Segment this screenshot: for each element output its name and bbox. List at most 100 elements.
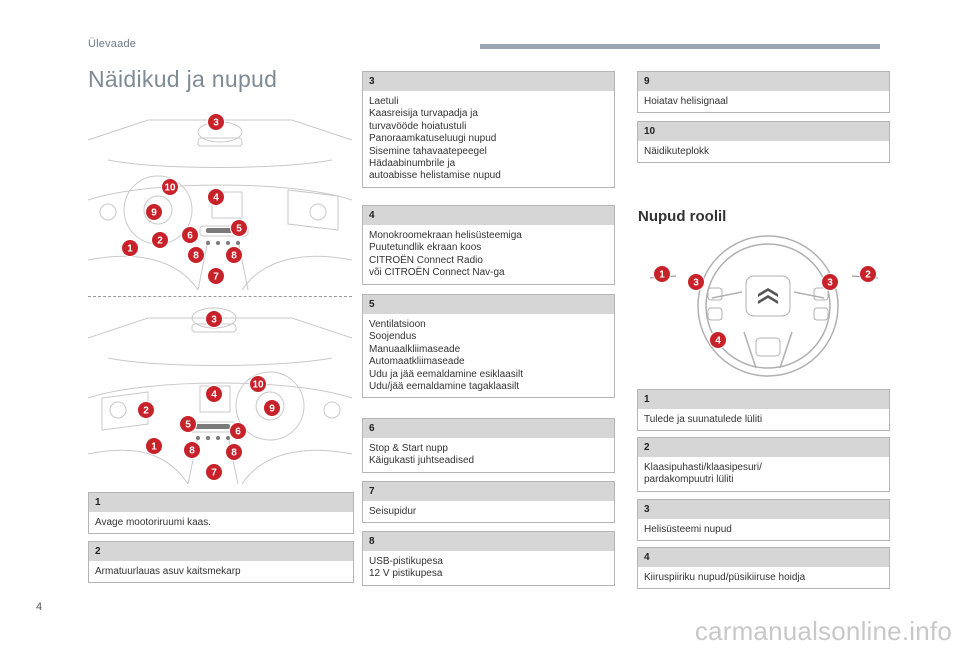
svg-text:6: 6 [187, 231, 193, 242]
rhd-callout-10: 10 [249, 375, 267, 393]
svg-text:4: 4 [213, 193, 219, 204]
wheel-callouts: 1 3 3 2 4 [653, 265, 877, 349]
watermark: carmanualsonline.info [694, 616, 952, 646]
info-box-10: 10 Näidikuteplokk [637, 121, 890, 164]
lhd-callout-7: 7 [207, 267, 225, 285]
info-box-text: Kiiruspiiriku nupud/püsikiiruse hoidja [644, 572, 806, 583]
info-box-text: Näidikuteplokk [644, 146, 710, 157]
wheel-box-2: 2 Klaasipuhasti/klaasipesuri/ pardakompu… [637, 437, 890, 492]
wheel-callout-2: 2 [859, 265, 877, 283]
info-box-4: 4 Monokroomekraan helisüsteemiga Puutetu… [362, 205, 615, 285]
info-box-text: Seisupidur [369, 506, 417, 517]
svg-text:1: 1 [127, 244, 133, 255]
rhd-callout-8: 8 [225, 443, 243, 461]
wheel-callout-1: 1 [653, 265, 671, 283]
info-box-number: 3 [638, 500, 889, 519]
info-box-1: 1 Avage mootoriruumi kaas. [88, 492, 354, 535]
svg-text:2: 2 [143, 406, 149, 417]
wheel-box-3: 3 Helisüsteemi nupud [637, 499, 890, 542]
svg-text:9: 9 [269, 404, 275, 415]
lhd-callout-3: 3 [207, 113, 225, 131]
svg-text:5: 5 [236, 224, 242, 235]
info-box-3: 3 Laetuli Kaasreisija turvapadja ja turv… [362, 71, 615, 188]
rhd-callout-3: 3 [205, 310, 223, 328]
svg-text:1: 1 [659, 270, 665, 281]
svg-text:8: 8 [231, 448, 237, 459]
info-box-text: Klaasipuhasti/klaasipesuri/ pardakompuut… [644, 462, 762, 486]
lhd-callout-5: 5 [230, 219, 248, 237]
info-box-text: Armatuurlauas asuv kaitsmekarp [95, 566, 241, 577]
divider [88, 296, 352, 297]
info-box-9: 9 Hoiatav helisignaal [637, 71, 890, 114]
lhd-callout-10: 10 [161, 178, 179, 196]
lhd-callout-6: 6 [181, 226, 199, 244]
wheel-box-4: 4 Kiiruspiiriku nupud/püsikiiruse hoidja [637, 547, 890, 590]
info-box-text: Avage mootoriruumi kaas. [95, 517, 211, 528]
svg-text:8: 8 [231, 251, 237, 262]
svg-text:10: 10 [252, 380, 264, 391]
info-box-number: 8 [363, 532, 614, 551]
wheel-callout-3: 3 [821, 273, 839, 291]
svg-text:10: 10 [164, 183, 176, 194]
section-label: Ülevaade [88, 38, 137, 50]
rhd-callout-8: 8 [183, 441, 201, 459]
info-box-number: 10 [638, 122, 889, 141]
dashboard-lhd-illustration: 3 10 4 9 5 6 2 1 8 8 7 [87, 100, 353, 291]
info-box-text: Laetuli Kaasreisija turvapadja ja turvav… [369, 96, 501, 182]
rhd-callout-7: 7 [205, 463, 223, 481]
page-title: Näidikud ja nupud [88, 66, 278, 92]
lhd-callout-9: 9 [145, 203, 163, 221]
info-box-number: 4 [638, 548, 889, 567]
svg-text:9: 9 [151, 208, 157, 219]
svg-text:5: 5 [185, 420, 191, 431]
svg-text:8: 8 [189, 446, 195, 457]
wheel-box-1: 1 Tulede ja suunatulede lüliti [637, 389, 890, 432]
steering-wheel-illustration: 1 3 3 2 4 [646, 228, 882, 380]
lhd-callout-2: 2 [151, 231, 169, 249]
info-box-text: Helisüsteemi nupud [644, 524, 732, 535]
info-box-number: 5 [363, 295, 614, 314]
wheel-callout-3: 3 [687, 273, 705, 291]
info-box-5: 5 Ventilatsioon Soojendus Manuaalkliimas… [362, 294, 615, 399]
info-box-text: USB-pistikupesa 12 V pistikupesa [369, 556, 443, 580]
info-box-2: 2 Armatuurlauas asuv kaitsmekarp [88, 541, 354, 584]
rhd-callout-6: 6 [229, 422, 247, 440]
info-box-number: 1 [89, 493, 353, 512]
svg-text:1: 1 [151, 442, 157, 453]
svg-text:3: 3 [693, 278, 699, 289]
info-box-number: 7 [363, 482, 614, 501]
info-box-8: 8 USB-pistikupesa 12 V pistikupesa [362, 531, 615, 586]
page-number: 4 [36, 601, 43, 613]
info-box-number: 9 [638, 72, 889, 91]
svg-text:2: 2 [865, 270, 871, 281]
header-bar [480, 44, 880, 49]
svg-text:6: 6 [235, 427, 241, 438]
rhd-callout-5: 5 [179, 415, 197, 433]
info-box-text: Hoiatav helisignaal [644, 96, 728, 107]
svg-text:7: 7 [211, 468, 217, 479]
wheel-section-title: Nupud roolil [638, 208, 727, 225]
info-box-number: 2 [638, 438, 889, 457]
info-box-number: 6 [363, 419, 614, 438]
info-box-6: 6 Stop & Start nupp Käigukasti juhtseadi… [362, 418, 615, 473]
info-box-number: 4 [363, 206, 614, 225]
lhd-callout-4: 4 [207, 188, 225, 206]
svg-text:3: 3 [827, 278, 833, 289]
rhd-callouts: 3 4 10 9 2 5 6 1 8 8 7 [137, 310, 281, 481]
wheel-callout-4: 4 [709, 331, 727, 349]
info-box-text: Ventilatsioon Soojendus Manuaalkliimasea… [369, 319, 523, 393]
info-box-text: Stop & Start nupp Käigukasti juhtseadise… [369, 443, 475, 467]
lhd-callout-8: 8 [187, 246, 205, 264]
svg-text:2: 2 [157, 236, 163, 247]
rhd-callout-2: 2 [137, 401, 155, 419]
svg-text:4: 4 [715, 336, 721, 347]
info-box-number: 1 [638, 390, 889, 409]
svg-text:7: 7 [213, 272, 219, 283]
lhd-callout-1: 1 [121, 239, 139, 257]
info-box-text: Tulede ja suunatulede lüliti [644, 414, 763, 425]
rhd-callout-1: 1 [145, 437, 163, 455]
info-box-number: 2 [89, 542, 353, 561]
rhd-callout-4: 4 [205, 385, 223, 403]
lhd-callout-8: 8 [225, 246, 243, 264]
svg-text:8: 8 [193, 251, 199, 262]
